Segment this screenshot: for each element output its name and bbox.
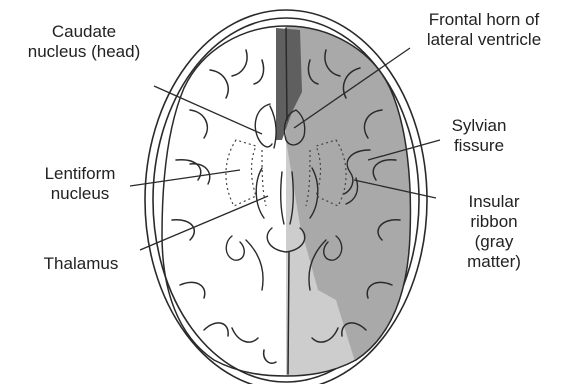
label-caudate-nucleus: Caudate nucleus (head) xyxy=(0,22,168,62)
label-lentiform-nucleus: Lentiform nucleus xyxy=(30,164,130,204)
leader-thalamus xyxy=(140,196,268,250)
label-insular-ribbon: Insular ribbon (gray matter) xyxy=(444,192,544,272)
label-thalamus: Thalamus xyxy=(26,254,136,274)
label-frontal-horn: Frontal horn of lateral ventricle xyxy=(404,10,564,50)
left-caudate-head xyxy=(255,104,272,147)
infarct-region xyxy=(276,20,426,380)
left-lentiform-nucleus xyxy=(226,140,256,206)
label-sylvian-fissure: Sylvian fissure xyxy=(436,116,522,156)
